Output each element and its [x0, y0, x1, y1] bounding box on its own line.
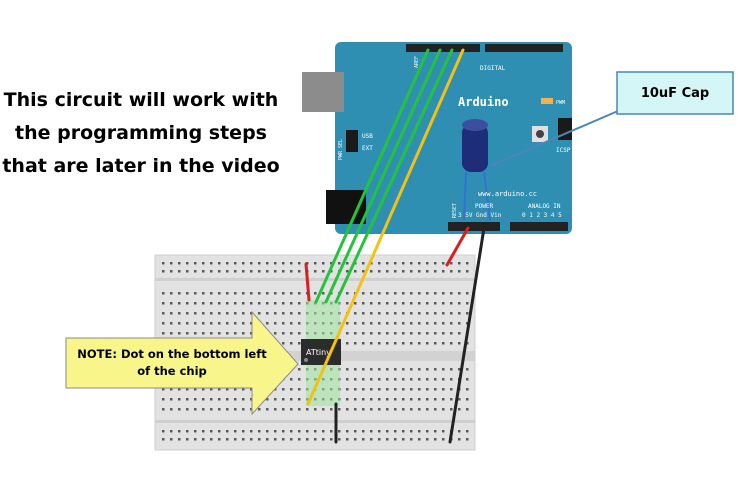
usb-label: USB — [362, 133, 373, 140]
aref-label: AREF — [414, 56, 420, 68]
note-text: NOTE: Dot on the bottom left of the chip — [70, 346, 274, 380]
capacitor-label: 10uF Cap — [640, 85, 710, 101]
capacitor-callout — [489, 71, 734, 167]
wire-red-board — [445, 226, 470, 267]
digital-label: DIGITAL — [480, 65, 506, 72]
power-label: POWER — [475, 203, 493, 210]
wire-red-breadboard — [304, 262, 311, 302]
wire-yellow — [306, 48, 465, 406]
chip-label: ATtiny — [306, 348, 331, 357]
wire-green-3 — [334, 48, 454, 304]
note-line-1: NOTE: Dot on the bottom left — [77, 347, 267, 361]
wire-green-1 — [314, 48, 430, 304]
arduino-board: Arduino www.arduino.cc DIGITAL POWER ANA… — [302, 42, 572, 234]
caption-line-1: This circuit will work with — [3, 89, 279, 111]
caption: This circuit will work with the programm… — [0, 84, 282, 183]
note-arrow — [65, 310, 299, 416]
analog-pins: 0 1 2 3 4 5 — [522, 212, 562, 219]
wires — [304, 48, 486, 444]
analog-label: ANALOG IN — [528, 203, 561, 210]
ext-label: EXT — [362, 145, 373, 152]
board-brand: Arduino — [458, 95, 509, 109]
wire-black-board — [448, 226, 486, 444]
note-line-2: of the chip — [137, 364, 207, 378]
wire-green-2 — [324, 48, 442, 304]
board-url: www.arduino.cc — [478, 190, 537, 198]
caption-line-2: the programming steps — [15, 122, 267, 144]
power-pins: 3 5V Gnd Vin — [458, 212, 502, 219]
icsp-label: ICSP — [556, 147, 571, 154]
pwr-sel-label: PWR SEL — [338, 139, 344, 160]
reset-label: RESET — [452, 203, 458, 218]
pwm-label: PWM — [556, 100, 565, 106]
caption-line-3: that are later in the video — [2, 155, 280, 177]
